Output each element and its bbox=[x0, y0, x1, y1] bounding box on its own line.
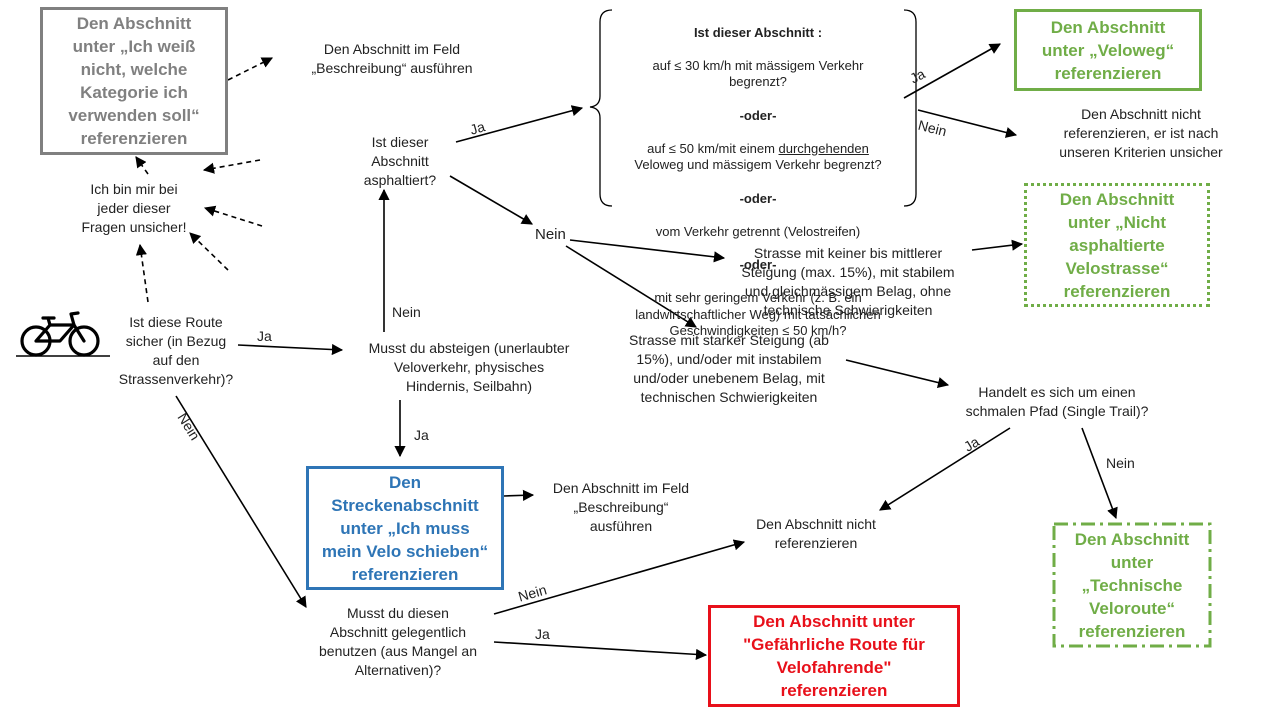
conditions-brace bbox=[589, 9, 917, 207]
question-route-safe: Ist diese Route sicher (in Bezug auf den… bbox=[118, 314, 234, 387]
box-dangerous-route: Den Abschnitt unter "Gefährliche Route f… bbox=[708, 605, 960, 707]
or-separator: -oder- bbox=[739, 256, 777, 272]
arrow-unsure-to-box bbox=[135, 156, 149, 175]
arrow-occasional-ja bbox=[493, 641, 708, 660]
arrow-trail-nein bbox=[1081, 427, 1118, 520]
question-dismount: Musst du absteigen (unerlaubter Veloverk… bbox=[368, 340, 570, 394]
arrow-occasional-nein bbox=[493, 539, 746, 615]
conditions-title: Ist dieser Abschnitt : bbox=[693, 24, 823, 40]
question-asphalted: Ist dieser Abschnitt asphaltiert? bbox=[363, 134, 437, 188]
desc-field-middle: Den Abschnitt im Feld „Beschreibung“ aus… bbox=[552, 480, 690, 534]
technical-box-border bbox=[1052, 522, 1212, 648]
box-unsure-category: Den Abschnitt unter „Ich weiß nicht, wel… bbox=[40, 7, 228, 155]
arrow-trail-ja bbox=[879, 427, 1011, 511]
arrow-asphalt-nein bbox=[449, 175, 533, 225]
arrow-steep-to-trail bbox=[845, 359, 950, 389]
question-single-trail: Handelt es sich um einen schmalen Pfad (… bbox=[965, 384, 1149, 419]
arrow-asphalt-ja bbox=[455, 105, 584, 143]
no-reference-middle: Den Abschnitt nicht referenzieren bbox=[756, 516, 876, 551]
condition-30kmh: auf ≤ 30 km/h mit mässigem Verkehr begre… bbox=[652, 57, 864, 90]
arrow-nein-to-moderate bbox=[569, 239, 726, 263]
box-veloweg: Den Abschnitt unter „Veloweg“ referenzie… bbox=[1014, 9, 1202, 91]
arrow-dash-3 bbox=[189, 232, 229, 271]
box-push-bike: Den Streckenabschnitt unter „Ich muss me… bbox=[306, 466, 504, 590]
arrow-route-nein bbox=[175, 395, 307, 608]
edge-label-ja: Ja bbox=[257, 328, 272, 344]
question-occasional-use: Musst du diesen Abschnitt gelegentlich b… bbox=[319, 605, 477, 678]
bicycle-icon bbox=[20, 311, 100, 357]
edge-label-nein: Nein bbox=[392, 304, 421, 320]
edge-label-nein: Nein bbox=[1106, 455, 1135, 471]
arrow-box-to-desc bbox=[227, 57, 274, 81]
nein-hub: Nein bbox=[535, 226, 566, 243]
conditions-block: Ist dieser Abschnitt : auf ≤ 30 km/h mit… bbox=[602, 8, 914, 356]
arrow-dash-2 bbox=[203, 205, 263, 227]
arrow-conditions-nein bbox=[917, 109, 1018, 138]
or-separator: -oder- bbox=[739, 190, 777, 206]
unsure-all-questions: Ich bin mir bei jeder dieser Fragen unsi… bbox=[81, 181, 187, 235]
desc-field-top: Den Abschnitt im Feld „Beschreibung“ aus… bbox=[311, 41, 473, 76]
arrow-moderate-to-unpaved bbox=[971, 239, 1024, 251]
or-separator: -oder- bbox=[739, 107, 777, 123]
arrow-dash-1 bbox=[202, 159, 261, 174]
arrow-dash-4 bbox=[135, 243, 149, 303]
arrow-push-to-desc bbox=[503, 489, 535, 501]
no-reference-top: Den Abschnitt nicht referenzieren, er is… bbox=[1059, 106, 1223, 160]
condition-low-traffic: mit sehr geringem Verkehr (z. B. ein lan… bbox=[635, 290, 881, 339]
box-technical-route: Den Abschnitt unter „Technische Velorout… bbox=[1074, 529, 1190, 641]
arrow-conditions-ja bbox=[903, 43, 1001, 99]
road-moderate: Strasse mit keiner bis mittlerer Steigun… bbox=[741, 245, 955, 318]
edge-label-ja: Ja bbox=[535, 626, 550, 642]
arrow-route-ja bbox=[237, 343, 344, 356]
arrow-nein-to-steep bbox=[565, 245, 697, 328]
box-unpaved-road: Den Abschnitt unter „Nicht asphaltierte … bbox=[1024, 183, 1210, 307]
condition-50kmh: auf ≤ 50 km/mit einem durchgehenden Velo… bbox=[634, 140, 882, 173]
road-steep: Strasse mit starker Steigung (ab 15%), u… bbox=[629, 332, 829, 405]
condition-separated: vom Verkehr getrennt (Velostreifen) bbox=[655, 223, 861, 239]
edge-label-ja: Ja bbox=[414, 427, 429, 443]
